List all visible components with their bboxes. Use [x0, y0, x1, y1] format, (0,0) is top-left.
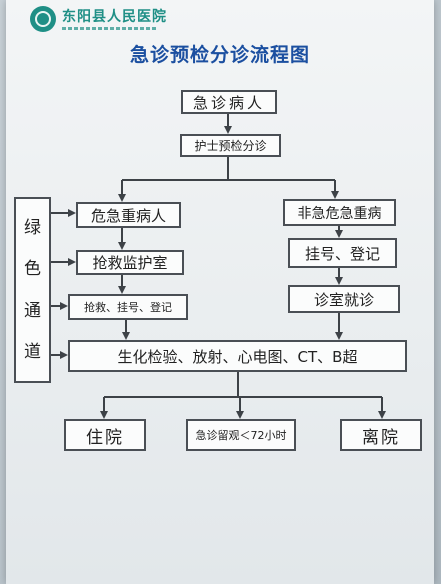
green-channel-char-4: 道	[24, 342, 41, 363]
hospital-english-subtitle-line	[62, 26, 158, 30]
node-admit: 住院	[64, 419, 146, 451]
node-observation: 急诊留观＜72小时	[186, 419, 296, 451]
node-tests: 生化检验、放射、心电图、CT、B超	[68, 340, 407, 372]
node-rescue-room: 抢救监护室	[76, 250, 184, 275]
diagram-title: 急诊预检分诊流程图	[129, 44, 310, 66]
green-channel-char-1: 绿	[24, 217, 41, 238]
node-non-critical: 非急危急重病	[283, 199, 396, 226]
node-rescue-register: 抢救、挂号、登记	[68, 294, 188, 320]
flow-connectors	[51, 114, 386, 419]
node-registration: 挂号、登记	[288, 238, 397, 268]
green-channel-box: 绿 色 通 道	[14, 197, 51, 383]
green-channel-char-3: 通	[24, 300, 41, 321]
node-discharge: 离院	[340, 419, 422, 451]
node-nurse-triage: 护士预检分诊	[180, 134, 281, 157]
hospital-logo-icon	[30, 6, 56, 32]
green-channel-char-2: 色	[24, 259, 41, 280]
hospital-name: 东阳县人民医院	[62, 8, 167, 25]
hospital-name-block: 东阳县人民医院	[62, 9, 167, 30]
node-consult-room: 诊室就诊	[288, 285, 400, 313]
node-critical-patient: 危急重病人	[76, 202, 181, 228]
node-emergency-patient: 急诊病人	[181, 90, 277, 114]
flowchart-poster: 东阳县人民医院 急诊预检分诊流程图	[6, 0, 434, 584]
hospital-header: 东阳县人民医院	[30, 4, 167, 34]
